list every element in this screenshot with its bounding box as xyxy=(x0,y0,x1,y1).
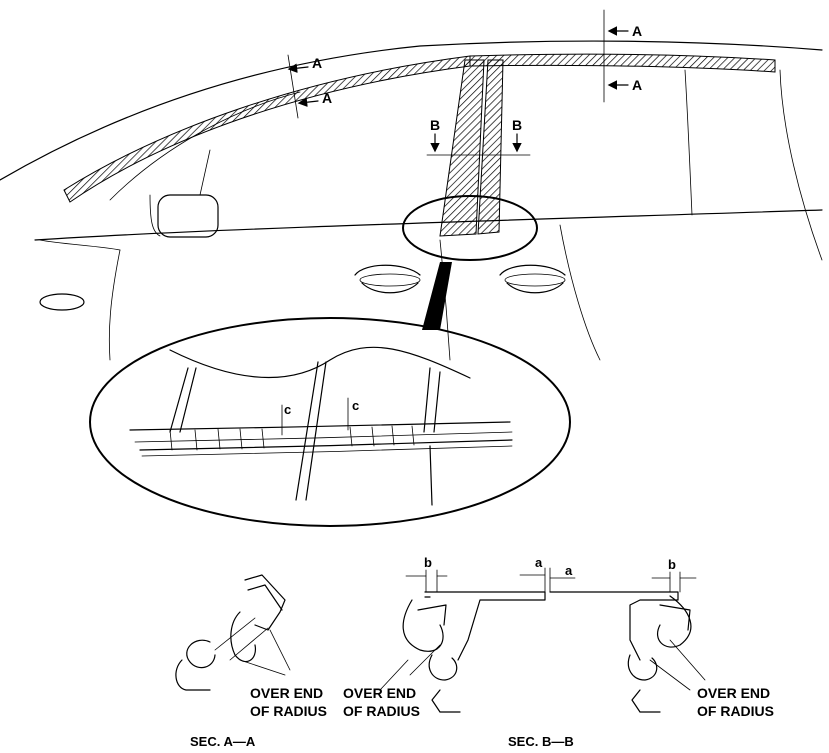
front-fender-line xyxy=(108,249,121,361)
over-end-radius-bb-left-2: OF RADIUS xyxy=(343,703,420,719)
gap-b-label: b xyxy=(668,557,676,572)
window-lower-front xyxy=(149,194,161,237)
section-a-label: A xyxy=(632,77,642,93)
detail-circle xyxy=(402,195,538,261)
over-end-radius-aa-1: OVER END xyxy=(250,685,323,701)
zoom-pointer xyxy=(422,262,452,330)
beltline xyxy=(34,209,823,241)
sec-aa-title: SEC. A—A xyxy=(190,734,256,749)
belt-moulding-mid xyxy=(134,431,513,443)
roof-curve-detail xyxy=(169,346,471,379)
side-mirror xyxy=(157,194,219,238)
mirror-arm xyxy=(199,149,211,196)
section-a-label: A xyxy=(322,90,332,106)
section-a-indicator-rear: A A xyxy=(603,9,642,103)
vehicle-side-view xyxy=(0,40,823,361)
pillar-detail-3 xyxy=(423,367,441,433)
gap-c-label: c xyxy=(284,402,291,417)
over-end-radius-bb-right-2: OF RADIUS xyxy=(697,703,774,719)
section-bb-drawing: b a a b OVER END OF RADIUS OVER END OF R… xyxy=(343,555,774,749)
section-b-label: B xyxy=(430,117,440,133)
roof-moulding-rear xyxy=(469,53,776,73)
section-a-label: A xyxy=(632,23,642,39)
belt-moulding-lower xyxy=(139,439,513,451)
gap-a-label: a xyxy=(535,555,543,570)
rear-window-frame xyxy=(684,69,693,216)
door-edge-lower xyxy=(429,445,433,506)
over-end-radius-bb-left-1: OVER END xyxy=(343,685,416,701)
gap-a-label: a xyxy=(565,563,573,578)
section-aa-drawing: OVER END OF RADIUS SEC. A—A xyxy=(175,574,327,749)
front-door-handle xyxy=(354,264,421,294)
section-a-indicator-front: A A xyxy=(287,54,332,119)
roof-line xyxy=(0,40,823,181)
rear-door-handle xyxy=(499,264,566,294)
b-pillar-front xyxy=(439,59,485,237)
lower-body-line xyxy=(39,239,121,251)
roof-moulding-front xyxy=(63,55,471,203)
zoom-detail: c c xyxy=(89,317,571,527)
over-end-radius-aa-2: OF RADIUS xyxy=(250,703,327,719)
gap-b-label: b xyxy=(424,555,432,570)
section-b-indicator: B B xyxy=(426,117,531,156)
pillar-detail-2 xyxy=(295,361,327,501)
over-end-radius-bb-right-1: OVER END xyxy=(697,685,770,701)
section-a-label: A xyxy=(312,55,322,71)
moulding-ticks xyxy=(169,425,415,451)
rear-window-frame-2 xyxy=(779,69,823,261)
zoom-ellipse xyxy=(89,317,571,527)
b-pillar-rear xyxy=(477,59,504,235)
rear-door-line xyxy=(559,224,601,361)
pillar-detail-1 xyxy=(169,367,197,433)
sec-bb-title: SEC. B—B xyxy=(508,734,574,749)
gap-c-label: c xyxy=(352,398,359,413)
side-marker-lamp xyxy=(39,293,85,311)
section-b-label: B xyxy=(512,117,522,133)
belt-moulding-upper xyxy=(129,421,511,431)
front-door-line xyxy=(439,239,451,361)
belt-moulding-base xyxy=(141,445,513,457)
